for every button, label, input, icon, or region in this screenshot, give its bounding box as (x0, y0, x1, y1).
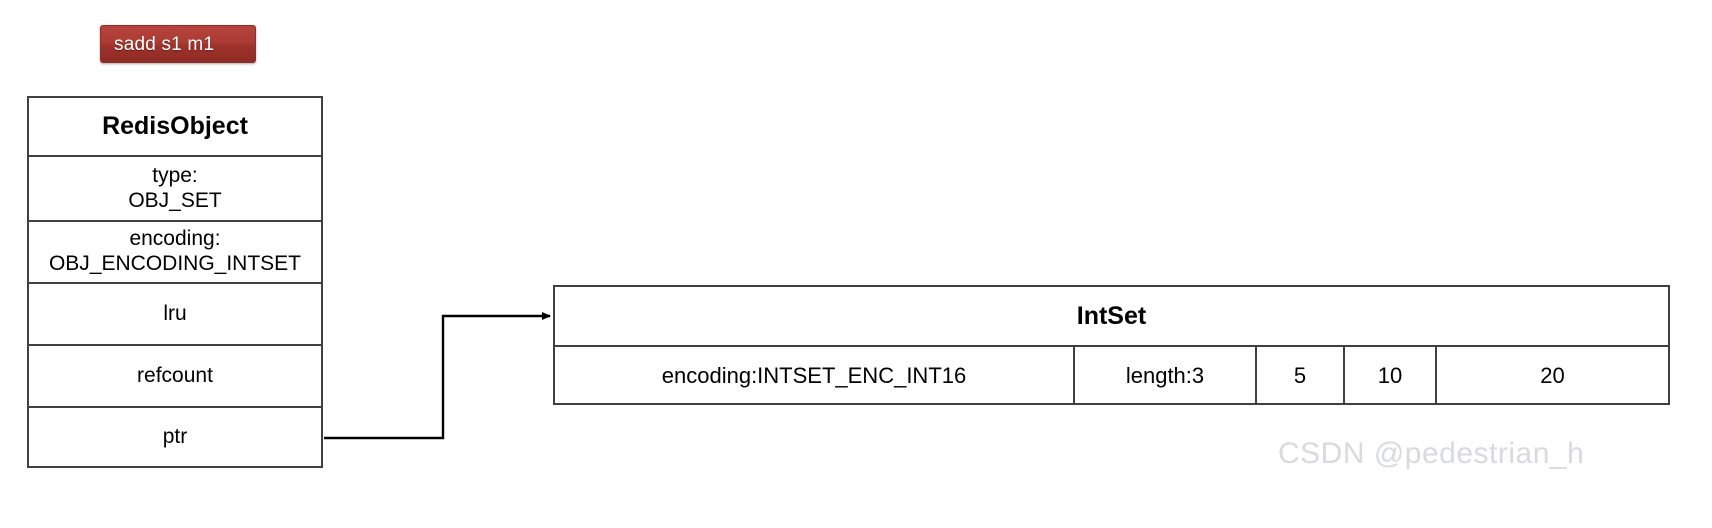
intset-cell-encoding: encoding:INTSET_ENC_INT16 (661, 362, 967, 388)
redis-object-row-encoding: encoding: OBJ_ENCODING_INTSET (29, 220, 321, 282)
intset-cell-value-2: 20 (1435, 347, 1668, 404)
intset-fields-row: encoding:INTSET_ENC_INT16 length:3 5 10 … (555, 345, 1668, 404)
redis-object-row-ptr: ptr (29, 406, 321, 467)
redis-object-row-refcount: refcount (29, 344, 321, 406)
intset-cell-value-0: 5 (1255, 347, 1343, 404)
intset-box: IntSet encoding:INTSET_ENC_INT16 length:… (553, 285, 1670, 405)
redis-object-box: RedisObject type: OBJ_SET encoding: OBJ_… (27, 96, 323, 468)
intset-cell-length: length:3 (1073, 347, 1255, 404)
command-chip[interactable]: sadd s1 m1 (100, 25, 256, 63)
redis-object-row-lru: lru (29, 282, 321, 344)
redis-object-title: RedisObject (102, 112, 248, 140)
intset-cell-value-1: 10 (1343, 347, 1435, 404)
ptr-to-intset-connector (324, 312, 551, 440)
intset-title: IntSet (1076, 301, 1147, 330)
command-chip-label: sadd s1 m1 (114, 33, 215, 55)
redis-object-row-type: type: OBJ_SET (29, 155, 321, 220)
watermark: CSDN @pedestrian_h (1278, 437, 1585, 470)
